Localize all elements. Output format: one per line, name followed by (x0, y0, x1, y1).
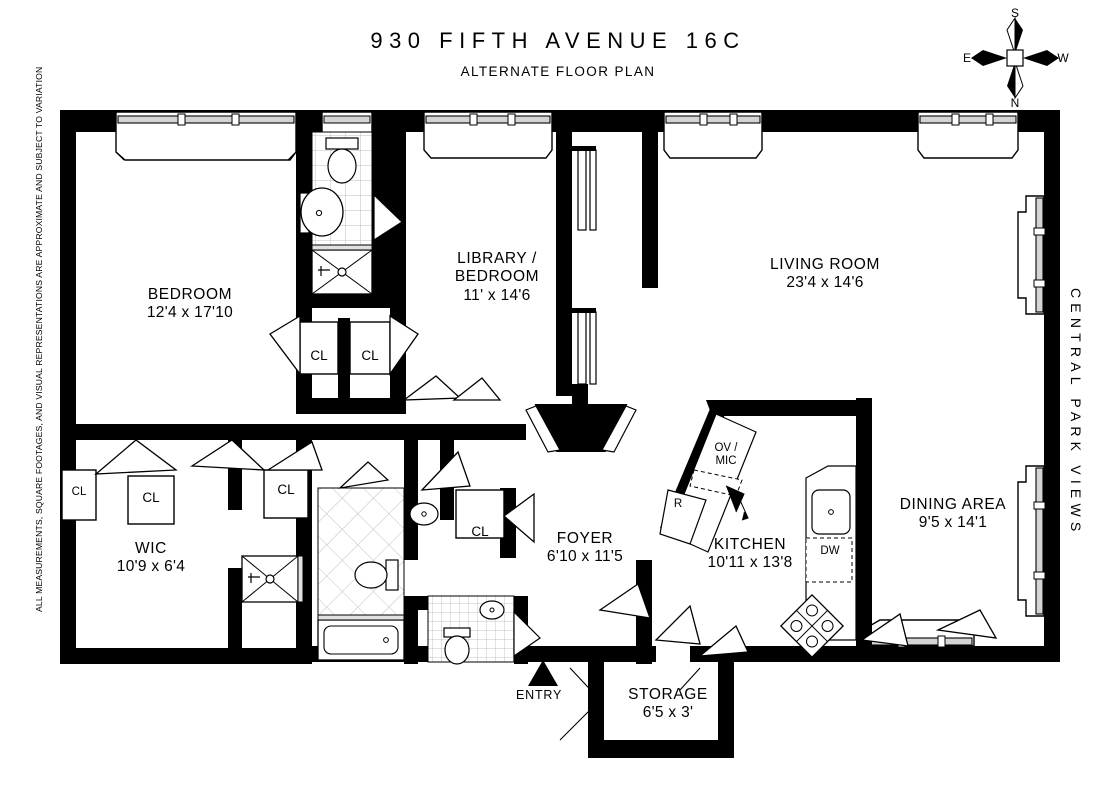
closet-box (299, 321, 339, 375)
kitchen-area (659, 413, 857, 659)
door-swing (860, 612, 909, 647)
window-bay (1017, 195, 1046, 315)
entry-marker (528, 660, 558, 686)
window-bays-east (1017, 195, 1046, 617)
room-dims: 6'10 x 11'5 (546, 548, 624, 566)
room-name-2: BEDROOM (454, 268, 540, 286)
room-label-wic: WIC 10'9 x 6'4 (96, 540, 206, 577)
door-swings (94, 314, 998, 657)
appliance-label-oven-microwave: OV / MIC (700, 442, 752, 468)
room-name: KITCHEN (713, 536, 787, 553)
shower-stall (241, 555, 304, 603)
window-bay (1017, 465, 1046, 617)
cooktop-unit (779, 593, 845, 659)
window-bays-north (115, 111, 1019, 161)
bathtub-fixture (317, 614, 405, 661)
room-dims: 12'4 x 17'10 (146, 304, 234, 322)
room-name: LIVING ROOM (770, 256, 880, 273)
room-label-kitchen: KITCHEN 10'11 x 13'8 (690, 536, 810, 573)
compass-label-right: W (1057, 51, 1069, 65)
compass-label-bottom: N (1011, 96, 1020, 108)
closet-box (263, 469, 309, 519)
dishwasher-unit (805, 537, 853, 583)
page-subtitle: ALTERNATE FLOOR PLAN (460, 64, 656, 79)
door-swing (654, 604, 701, 645)
closet-box (455, 489, 505, 539)
compass-rose: S N E W (961, 8, 1069, 108)
appliance-line-2: MIC (715, 455, 737, 468)
sink-fixture (479, 600, 505, 620)
door-swing (94, 439, 178, 475)
sink-fixture (409, 502, 439, 526)
closet-label: CL (471, 524, 489, 539)
room-name: STORAGE (628, 686, 708, 703)
shower-stall (311, 244, 373, 295)
door-swing (452, 377, 502, 401)
closet-label: CL (71, 486, 87, 498)
bathroom-north (299, 131, 403, 295)
appliance-label-dishwasher: DW (820, 545, 840, 557)
closet-label: CL (361, 348, 379, 363)
toilet-fixture (443, 627, 471, 665)
closet-label: CL (142, 490, 160, 505)
door-swing (189, 439, 266, 471)
window-bay (663, 111, 763, 159)
toilet-fixture (354, 559, 399, 591)
door-swing (502, 492, 535, 544)
closet-label: CL (310, 348, 328, 363)
compass-label-left: E (963, 51, 971, 65)
closet-label: CL (277, 482, 295, 497)
room-name: WIC (135, 540, 167, 557)
closet-box (127, 475, 175, 525)
room-label-foyer: FOYER 6'10 x 11'5 (530, 530, 640, 567)
room-name: FOYER (556, 530, 614, 547)
door-swing (935, 609, 998, 639)
appliance-label-refrigerator: R (673, 498, 683, 510)
powder-room (427, 595, 541, 665)
room-dims: 9'5 x 14'1 (918, 514, 988, 532)
closet-box (349, 321, 391, 375)
folding-doors-library (572, 146, 597, 385)
foyer-double-doors (525, 384, 637, 453)
compass-label-top: S (1011, 8, 1019, 20)
room-dims: 10'9 x 6'4 (116, 558, 186, 576)
leader-lines (559, 667, 701, 741)
door-swing (420, 450, 471, 491)
page-title: 930 FIFTH AVENUE 16C (370, 28, 746, 53)
window-bay (423, 111, 553, 159)
room-label-dining-area: DINING AREA 9'5 x 14'1 (878, 496, 1028, 533)
door-swing (389, 314, 419, 377)
room-dims: 11' x 14'6 (463, 286, 531, 304)
sink-fixture (299, 187, 344, 237)
door-swing (401, 375, 462, 401)
room-label-bedroom: BEDROOM 12'4 x 17'10 (108, 286, 272, 323)
room-dims: 6'5 x 3' (642, 704, 694, 722)
room-name: LIBRARY / (457, 250, 537, 267)
closet-box (61, 469, 97, 521)
window-bay (115, 111, 297, 161)
toilet-fixture (325, 137, 359, 184)
room-label-library-bedroom: LIBRARY / BEDROOM 11' x 14'6 (412, 250, 582, 305)
appliance-line-1: OV / (714, 442, 738, 454)
room-dims: 10'11 x 13'8 (707, 554, 793, 572)
window-bay (917, 111, 1019, 159)
door-swing (269, 314, 301, 376)
room-label-living-room: LIVING ROOM 23'4 x 14'6 (730, 256, 920, 293)
room-name: DINING AREA (899, 496, 1007, 513)
compass-star (971, 16, 1059, 100)
room-dims: 23'4 x 14'6 (786, 274, 864, 292)
bathroom-master (241, 461, 439, 661)
door-swing (598, 582, 651, 619)
closet-boxes (61, 321, 505, 539)
door-swing (698, 624, 749, 657)
kitchen-angled-counter (659, 413, 757, 553)
kitchen-counter-right (805, 465, 857, 641)
room-name: BEDROOM (147, 286, 233, 303)
door-swing (265, 441, 323, 471)
entry-label: ENTRY (516, 688, 563, 702)
room-label-storage: STORAGE 6'5 x 3' (608, 686, 728, 723)
